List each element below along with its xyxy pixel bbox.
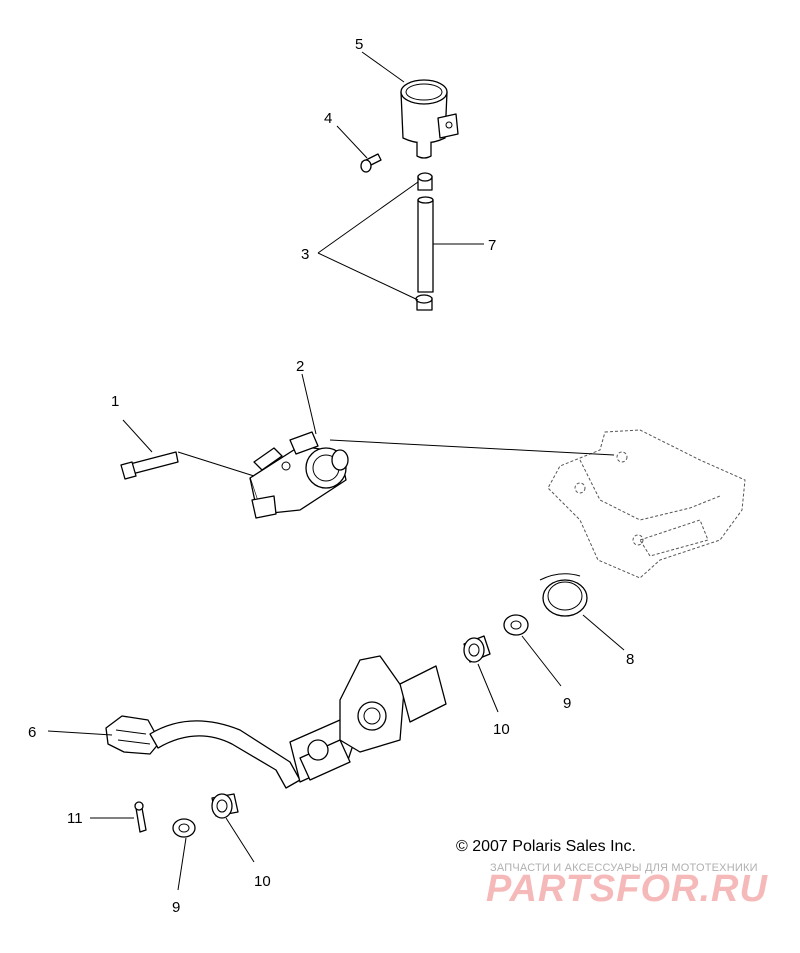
washer-part-left xyxy=(172,818,196,838)
callout-9-left: 9 xyxy=(172,899,180,916)
master-cylinder-part xyxy=(249,431,349,519)
callout-10-left: 10 xyxy=(254,873,271,890)
callout-10-right: 10 xyxy=(493,721,510,738)
bolt-part xyxy=(120,451,179,480)
callout-11: 11 xyxy=(67,810,83,827)
leader-lines xyxy=(47,51,625,891)
callout-8: 8 xyxy=(626,651,634,668)
callout-9-right: 9 xyxy=(563,695,571,712)
cotter-pin-part xyxy=(134,801,147,833)
callout-1: 1 xyxy=(111,393,119,410)
hose-part xyxy=(417,196,434,293)
watermark-brand: PARTSFOR.RU xyxy=(486,868,768,910)
callout-3: 3 xyxy=(301,246,309,263)
hose-clamp-top xyxy=(417,172,433,191)
frame-bracket-ghost xyxy=(547,429,746,579)
hose-clamp-bottom xyxy=(415,294,433,311)
callout-5: 5 xyxy=(355,36,363,53)
bushing-part-left xyxy=(211,793,239,819)
callout-2: 2 xyxy=(296,358,304,375)
brake-pedal-part xyxy=(105,655,447,789)
callout-7: 7 xyxy=(488,237,496,254)
bushing-part-right xyxy=(463,635,491,663)
washer-part-right xyxy=(503,614,529,636)
watermark-tagline: ЗАПЧАСТИ И АКСЕССУАРЫ ДЛЯ МОТОТЕХНИКИ xyxy=(490,862,758,874)
spring-part xyxy=(539,573,588,617)
reservoir-part xyxy=(400,79,459,159)
callout-6: 6 xyxy=(28,724,36,741)
copyright-notice: © 2007 Polaris Sales Inc. xyxy=(456,838,636,855)
callout-4: 4 xyxy=(324,110,332,127)
screw-part xyxy=(360,153,382,173)
